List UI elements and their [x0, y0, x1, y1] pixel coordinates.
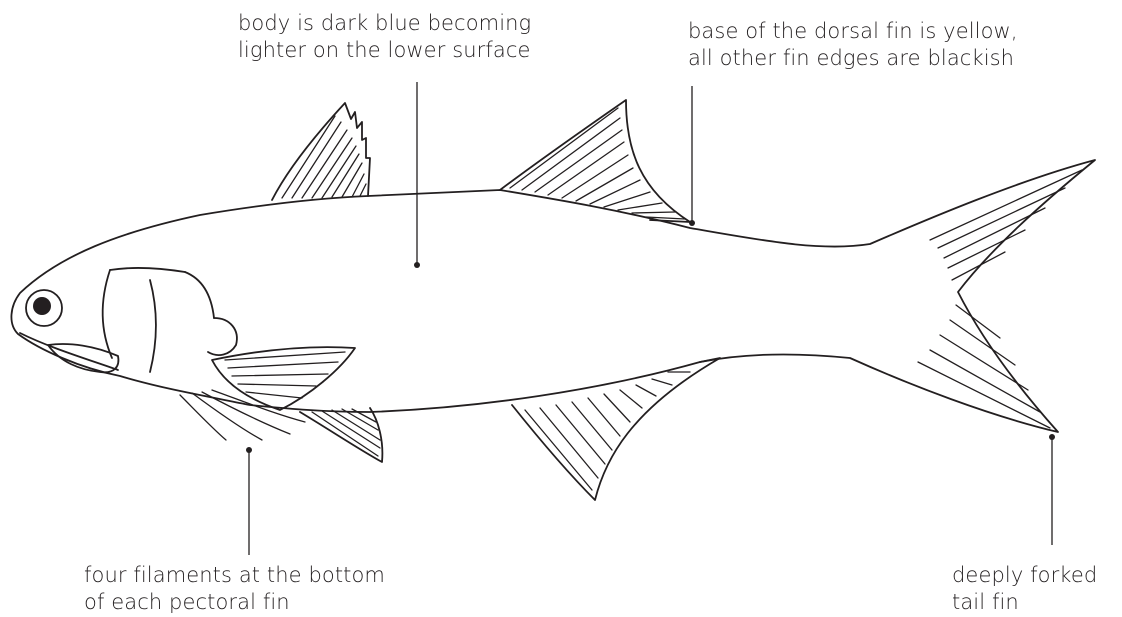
first-dorsal-fin-rays — [282, 116, 366, 198]
dorsal-fin-annotation: base of the dorsal fin is yellow, all ot… — [688, 18, 1018, 72]
filaments-annotation-line-1: four filaments at the bottom — [84, 562, 385, 589]
body-annotation-line-2: lighter on the lower surface — [238, 37, 531, 64]
pelvic-fin-rays — [312, 409, 380, 456]
pectoral-filaments-annotation: four filaments at the bottom of each pec… — [84, 562, 385, 616]
tail-fin-annotation: deeply forked tail fin — [952, 562, 1097, 616]
pectoral-filaments — [180, 390, 305, 440]
body-color-annotation: body is dark blue becoming lighter on th… — [238, 10, 531, 64]
leader-tail-fin — [1049, 434, 1055, 545]
leader-filaments — [246, 447, 252, 555]
fish-head — [20, 268, 237, 372]
leader-dorsal-fin — [689, 86, 695, 226]
filaments-annotation-line-2: of each pectoral fin — [84, 589, 385, 616]
tail-annotation-line-1: deeply forked — [952, 562, 1097, 589]
tail-annotation-line-2: tail fin — [952, 589, 1097, 616]
pectoral-fin-rays — [225, 352, 345, 398]
body-annotation-line-1: body is dark blue becoming — [238, 10, 531, 37]
fish-body-outline — [11, 160, 1095, 432]
leader-body — [414, 82, 420, 268]
tail-fin-rays — [918, 170, 1082, 428]
anal-fin — [512, 358, 720, 500]
anal-fin-rays — [525, 372, 690, 490]
eye-icon — [26, 290, 62, 326]
dorsal-annotation-line-2: all other fin edges are blackish — [688, 45, 1018, 72]
dorsal-annotation-line-1: base of the dorsal fin is yellow, — [688, 18, 1018, 45]
